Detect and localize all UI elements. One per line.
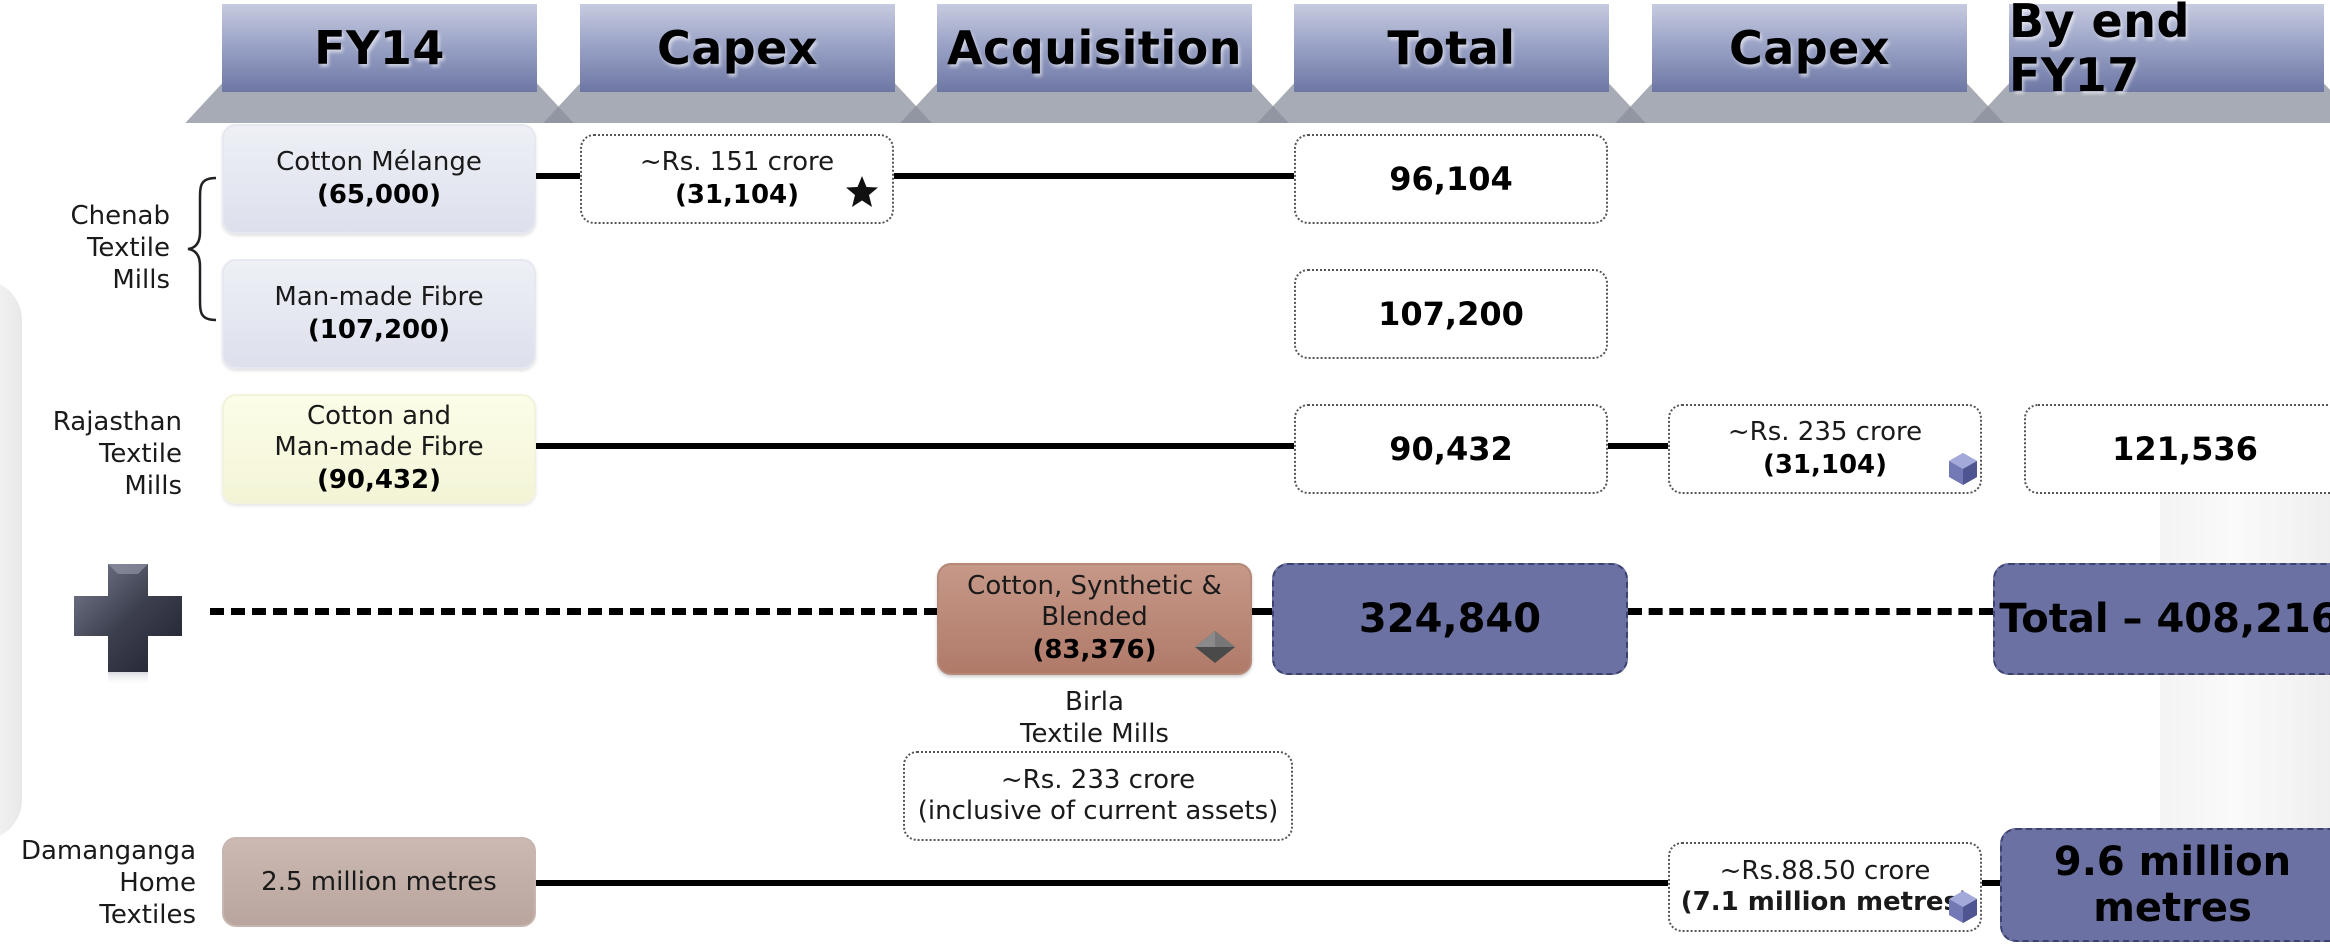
star-icon: [846, 176, 878, 207]
connector-line: [893, 173, 1294, 179]
total-sum-value: 324,840: [1358, 596, 1542, 642]
acquisition-cost-box: ~Rs. 233 crore (inclusive of current ass…: [903, 751, 1293, 841]
box-name: Man-made Fibre: [274, 281, 484, 312]
capex-cost: ~Rs.88.50 crore: [1719, 856, 1931, 886]
fy17-value: 9.6 million: [2053, 839, 2292, 885]
box-name: Cotton and: [306, 401, 451, 431]
total-value: 96,104: [1389, 160, 1513, 198]
acquisition-box: Cotton, Synthetic & Blended (83,376): [937, 563, 1252, 675]
header-acquisition: Acquisition: [900, 4, 1289, 124]
connector-line: [1980, 880, 2000, 886]
box-name: Man-made Fibre: [274, 432, 484, 462]
header-label: Capex: [1728, 21, 1891, 75]
fy17-total-box: Total – 408,216: [1993, 563, 2330, 675]
fy14-rajasthan-box: Cotton and Man-made Fibre (90,432): [222, 394, 536, 504]
fy17-rajasthan-box: 121,536: [2024, 404, 2330, 494]
box-name: Cotton Mélange: [276, 146, 482, 177]
capex-value-line: (7.1 million metres): [1680, 887, 1969, 917]
connector-line: [1608, 443, 1668, 449]
diamond-icon: [1195, 631, 1235, 663]
total-sum-box: 324,840: [1272, 563, 1628, 675]
header-fy17: By end FY17: [1972, 0, 2330, 124]
fy14-cotton-melange-box: Cotton Mélange (65,000): [222, 124, 536, 234]
capex2-rajasthan-box: ~Rs. 235 crore (31,104): [1668, 404, 1982, 494]
dashed-connector: [1252, 608, 1272, 615]
header-label: Acquisition: [946, 21, 1243, 75]
acquisition-cost-note: (inclusive of current assets): [917, 796, 1279, 826]
capex-cost: ~Rs. 235 crore: [1727, 416, 1923, 447]
fy17-damanganga-box: 9.6 million metres: [2000, 828, 2330, 942]
header-total: Total: [1257, 4, 1646, 124]
total-value: 107,200: [1378, 295, 1524, 333]
box-value: (83,376): [1032, 635, 1157, 665]
header-label: Capex: [656, 21, 819, 75]
total-chenab-melange-box: 96,104: [1294, 134, 1608, 224]
header-label: Total: [1387, 21, 1516, 75]
capex2-damanganga-box: ~Rs.88.50 crore (7.1 million metres): [1668, 842, 1982, 932]
box-value: (65,000): [316, 179, 442, 210]
box-value: (107,200): [307, 314, 451, 345]
capex-value: (31,104): [674, 179, 800, 210]
box-name: 2.5 million metres: [261, 866, 497, 897]
total-value: 90,432: [1389, 430, 1513, 468]
hexagon-icon: [1949, 891, 1977, 923]
dashed-connector: [210, 608, 938, 615]
connector-line: [536, 173, 580, 179]
total-chenab-manmade-box: 107,200: [1294, 269, 1608, 359]
connector-line: [536, 443, 1294, 449]
background-spool-left: [0, 280, 22, 840]
header-label: FY14: [314, 21, 445, 75]
box-name: Blended: [1041, 602, 1148, 632]
row-label-damanganga: Damanganga Home Textiles: [20, 836, 196, 930]
header-capex-2: Capex: [1615, 4, 2004, 124]
acquisition-caption: Birla Textile Mills: [1020, 687, 1169, 749]
header-label: By end FY17: [2009, 0, 2190, 102]
fy17-value: metres: [2093, 885, 2252, 931]
connector-line: [536, 880, 1668, 886]
box-name: Cotton, Synthetic &: [967, 571, 1222, 601]
plus-icon: [74, 564, 182, 686]
acquisition-cost: ~Rs. 233 crore: [1000, 765, 1196, 795]
capex-cost: ~Rs. 151 crore: [639, 146, 835, 177]
capex-value: 7.1 million metres: [1692, 887, 1960, 917]
fy14-manmade-fibre-box: Man-made Fibre (107,200): [222, 259, 536, 369]
fy14-damanganga-box: 2.5 million metres: [222, 837, 536, 927]
fy17-value: 121,536: [2112, 430, 2258, 468]
row-label-chenab: Chenab Textile Mills: [70, 201, 170, 295]
fy17-total-value: Total – 408,216: [1999, 596, 2330, 642]
row-label-rajasthan: Rajasthan Textile Mills: [52, 407, 182, 501]
capex-value: (31,104): [1762, 449, 1888, 480]
header-capex-1: Capex: [543, 4, 932, 124]
hexagon-icon: [1949, 453, 1977, 485]
box-value: (90,432): [316, 465, 442, 495]
header-fy14: FY14: [185, 4, 574, 124]
capex1-chenab-box: ~Rs. 151 crore (31,104): [580, 134, 894, 224]
dashed-connector: [1628, 608, 1993, 615]
brace-icon: [187, 176, 217, 322]
total-rajasthan-box: 90,432: [1294, 404, 1608, 494]
